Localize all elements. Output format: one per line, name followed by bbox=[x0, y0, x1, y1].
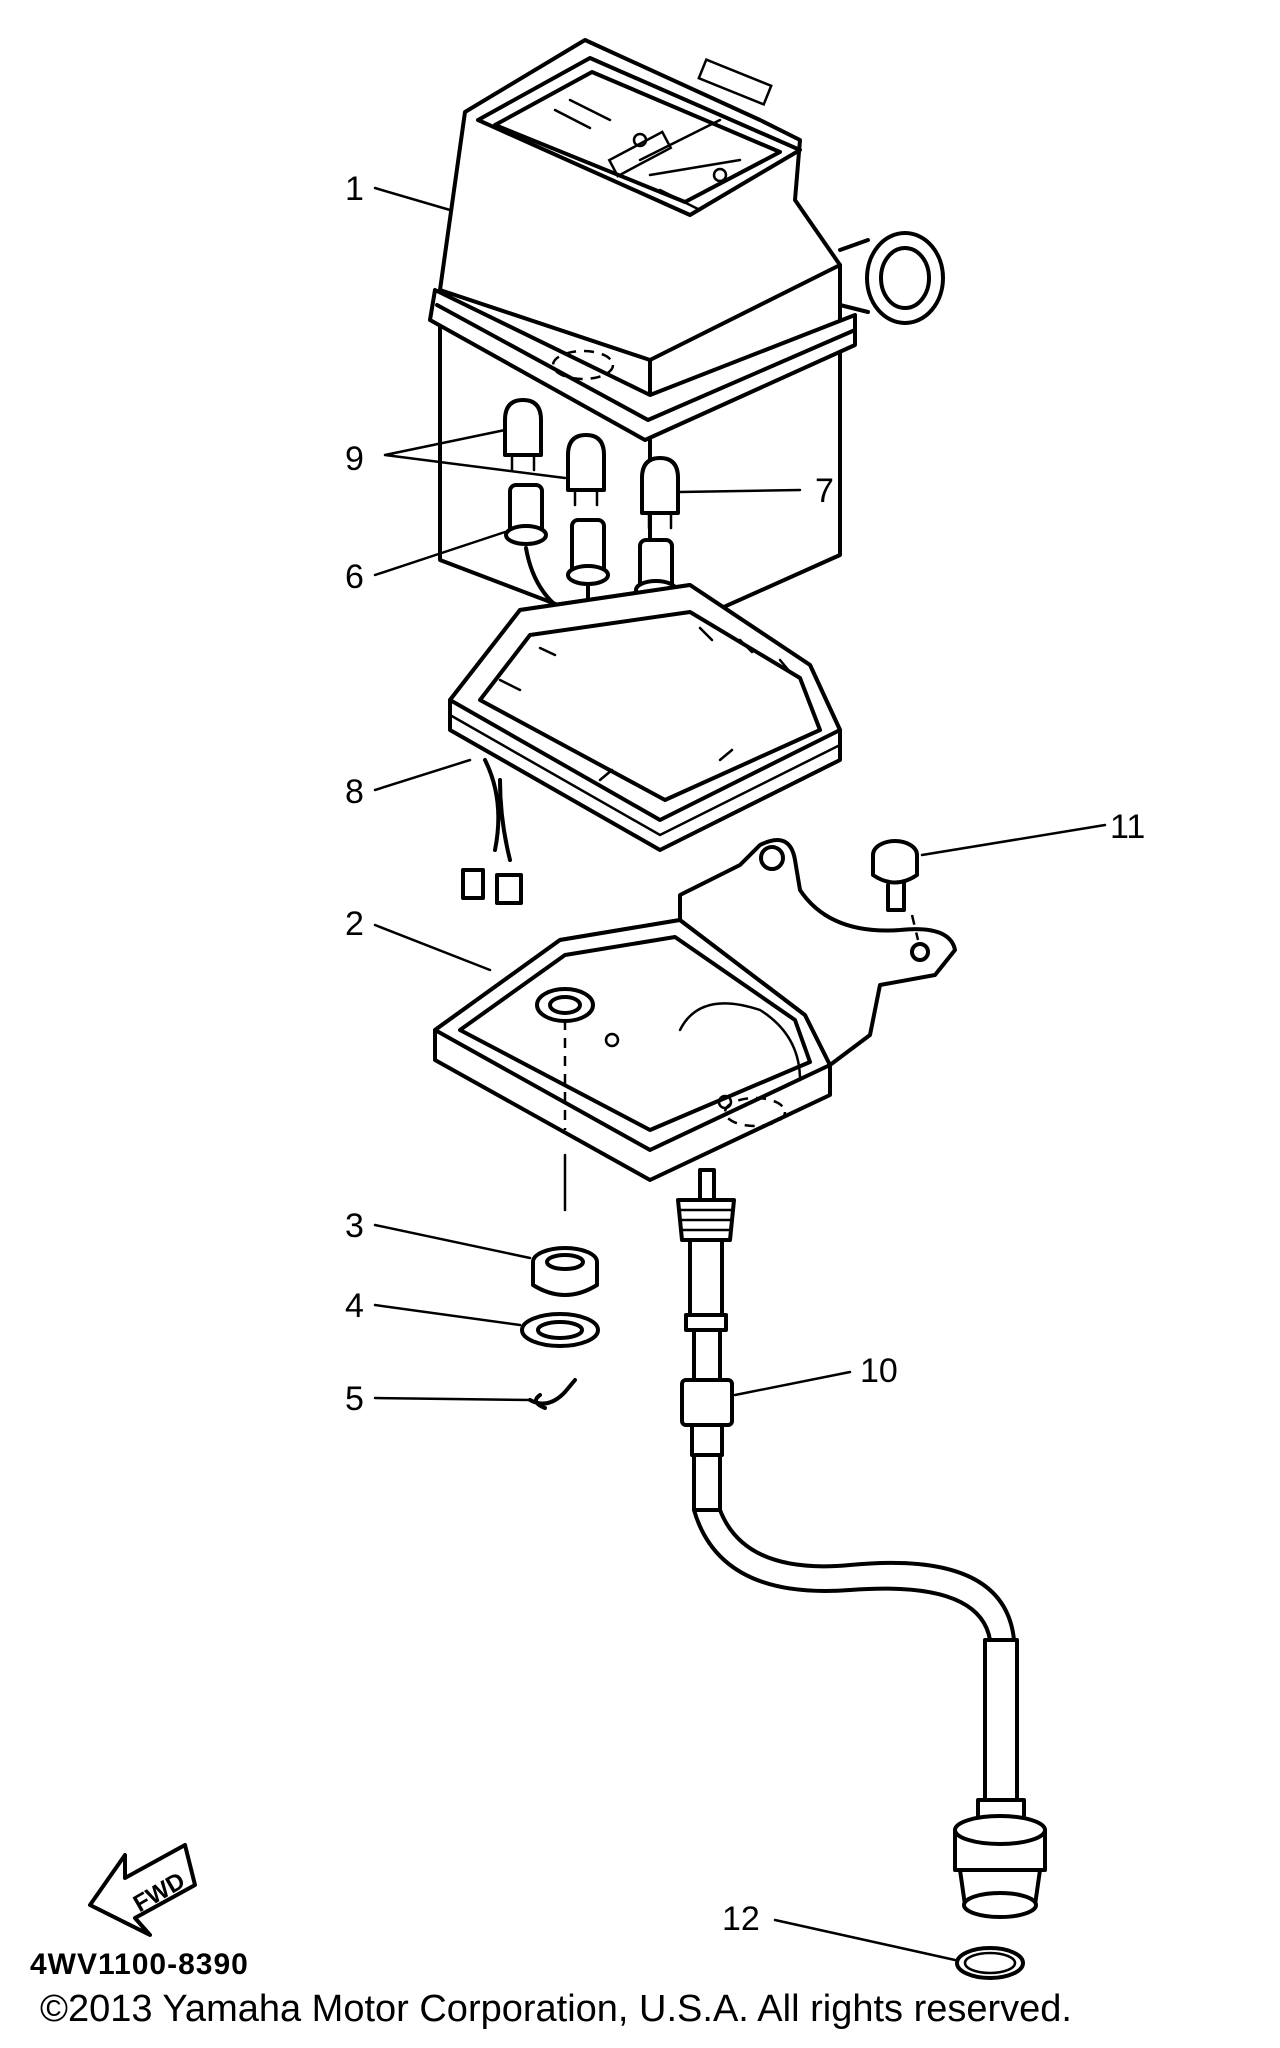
callout-2: 2 bbox=[345, 905, 364, 943]
callout-12: 12 bbox=[722, 1900, 760, 1938]
callout-1: 1 bbox=[345, 170, 364, 208]
gasket-frame bbox=[448, 583, 842, 905]
callout-5: 5 bbox=[345, 1380, 364, 1418]
callout-4: 4 bbox=[345, 1287, 364, 1325]
meter-cable bbox=[676, 1168, 1047, 1919]
callout-11: 11 bbox=[1110, 808, 1145, 846]
copyright-notice: ©2013 Yamaha Motor Corporation, U.S.A. A… bbox=[40, 1988, 1072, 2030]
callout-9: 9 bbox=[345, 440, 364, 478]
callout-10: 10 bbox=[860, 1352, 898, 1390]
grommet-washer-clip bbox=[520, 1020, 600, 1410]
callout-7: 7 bbox=[815, 472, 834, 510]
callout-8: 8 bbox=[345, 773, 364, 811]
leader-lines bbox=[373, 186, 1107, 1962]
callout-3: 3 bbox=[345, 1207, 364, 1245]
callout-6: 6 bbox=[345, 558, 364, 596]
mounting-bolt bbox=[871, 839, 920, 941]
o-ring bbox=[955, 1946, 1025, 1980]
fwd-arrow-icon: FWD bbox=[88, 1843, 197, 1937]
meter-assembly bbox=[428, 38, 945, 642]
bulbs bbox=[503, 398, 680, 530]
callout-numbers: 1 9 7 6 8 11 2 3 4 5 10 12 bbox=[345, 170, 1145, 1938]
meter-case-bracket bbox=[433, 838, 957, 1182]
part-code: 4WV1100-8390 bbox=[30, 1948, 249, 1981]
